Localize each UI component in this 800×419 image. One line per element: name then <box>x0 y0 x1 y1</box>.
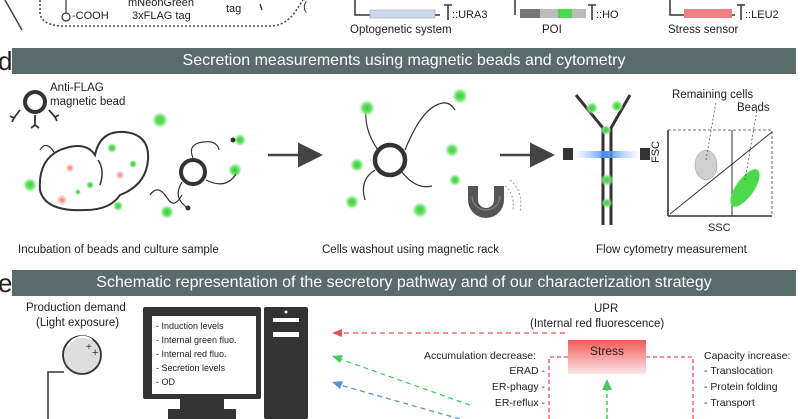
bead-with-antibodies-icon <box>177 137 237 211</box>
yeast-cells-icon <box>38 130 150 212</box>
step-incubation: Incubation of beads and culture sample <box>18 244 219 256</box>
panel-e-banner: Schematic representation of the secretor… <box>12 270 796 296</box>
snippet-tag: tag <box>226 3 242 15</box>
cap-item-folding: - Protein folding <box>704 381 778 393</box>
panel-letter-d: d <box>0 46 13 76</box>
svg-text:+: + <box>86 342 92 353</box>
production-light: (Light exposure) <box>36 317 120 329</box>
acc-item-erphagy: ER-phagy - <box>491 381 545 393</box>
cooh-terminus-icon <box>61 12 71 22</box>
upr-sublabel: (Internal red fluorescence) <box>530 318 665 330</box>
acc-item-erad: ERAD - <box>509 365 545 377</box>
cap-item-transport: - Transport <box>704 397 755 409</box>
snippet-mneongreen: mNeonGreen <box>128 0 195 9</box>
screen-item: - Secretion levels <box>156 363 226 373</box>
screen-item: - Internal red fluo. <box>156 349 227 359</box>
marker-ho: ::HO <box>596 9 619 21</box>
beads-population <box>730 169 760 207</box>
svg-text:(: ( <box>303 0 307 13</box>
svg-text:+: + <box>92 347 98 359</box>
plot-label-remaining-cells: Remaining cells <box>672 89 754 101</box>
production-demand: Production demand <box>26 302 126 314</box>
plot-axis-fsc: FSC <box>650 141 662 163</box>
bead-label-antiflag: Anti-FLAG <box>50 82 104 94</box>
washout-bead-icon <box>345 88 468 218</box>
computer-tower-icon <box>264 307 308 419</box>
bead-label-magnetic: magnetic bead <box>50 96 126 108</box>
accumulation-decrease: Accumulation decrease: <box>424 350 537 362</box>
poi-block-dark <box>520 9 540 18</box>
poi-block-green <box>558 9 572 18</box>
screen-item: - OD <box>156 377 175 387</box>
plot-axis-ssc: SSC <box>708 222 731 234</box>
marker-ura3: ::URA3 <box>452 9 488 21</box>
snippet-3xflag: 3xFLAG tag <box>132 10 191 22</box>
flow-cytometer-icon <box>563 94 650 225</box>
magnetic-rack-icon <box>468 179 522 218</box>
label-stress-sensor: Stress sensor <box>668 24 739 36</box>
remaining-cells-population <box>694 149 718 181</box>
step-cytometry: Flow cytometry measurement <box>596 244 747 256</box>
panel-d-graphics <box>9 88 773 225</box>
capacity-increase: Capacity increase: <box>704 350 791 362</box>
plot-label-beads: Beads <box>737 102 770 114</box>
acc-item-erreflux: ER-reflux - <box>494 397 545 409</box>
stress-label: Stress <box>589 344 624 358</box>
upr-label: UPR <box>594 303 619 315</box>
snippet-cooh: -COOH <box>72 10 109 22</box>
screen-item: - Induction levels <box>156 321 224 331</box>
cytometry-plot <box>667 101 773 217</box>
magnetic-bead-legend-icon <box>9 90 60 129</box>
stress-box <box>568 340 646 374</box>
label-poi: POI <box>542 24 562 36</box>
step-washout: Cells washout using magnetic rack <box>322 244 500 256</box>
poi-block-grey <box>540 9 558 18</box>
cap-item-translocation: - Translocation <box>704 365 773 377</box>
marker-leu2: ::LEU2 <box>745 9 779 21</box>
panel-letter-e: e <box>0 268 13 298</box>
stress-sensor-block <box>684 9 732 18</box>
screen-item: - Internal green fluo. <box>156 335 237 345</box>
opto-gene-block <box>369 9 436 19</box>
panel-d-banner: Secretion measurements using magnetic be… <box>12 48 796 74</box>
label-optogenetic-system: Optogenetic system <box>350 24 452 36</box>
monitor-screen: - Induction levels - Internal green fluo… <box>150 314 258 396</box>
top-row-graphics: ( <box>4 0 745 31</box>
light-dial-icon: + + <box>47 335 102 419</box>
